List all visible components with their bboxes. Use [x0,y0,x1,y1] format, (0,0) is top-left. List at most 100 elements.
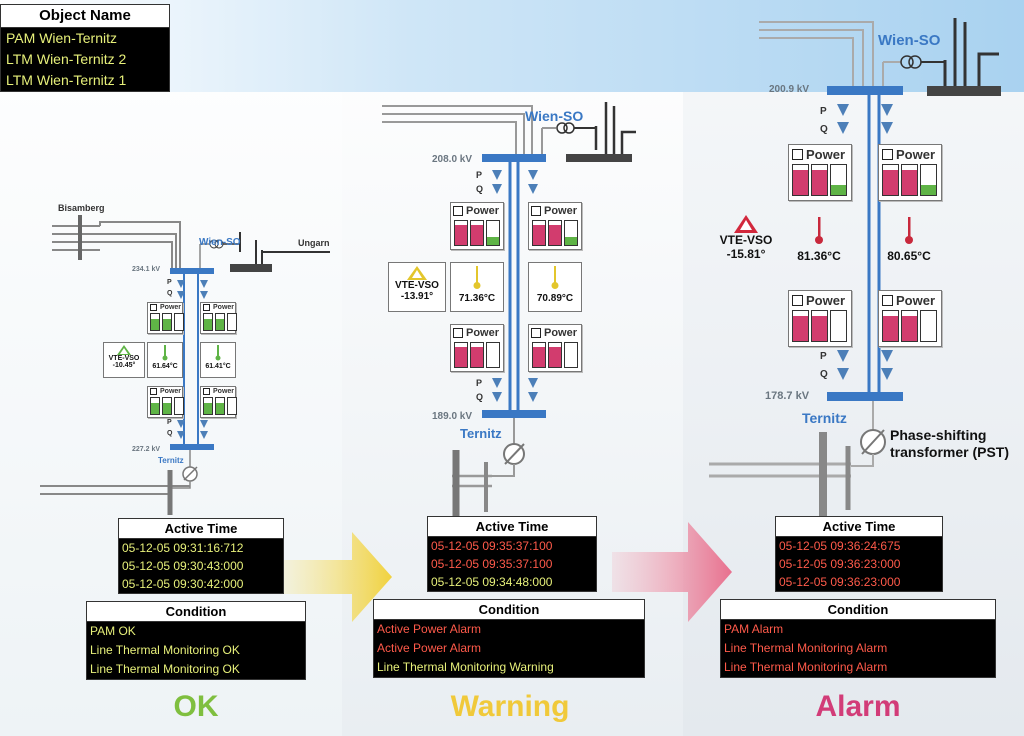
q-label: Q [820,124,828,135]
vte-vso-box[interactable]: VTE-VSO -10.45° [103,342,145,378]
phase-angle-icon [734,215,758,233]
active-time-row[interactable]: 05-12-05 09:31:16:712 [122,541,244,555]
power-checkbox[interactable] [792,295,803,306]
vte-value: -13.91° [400,291,434,302]
temperature-box[interactable]: 80.65°C [878,213,940,269]
phase-angle-icon [407,266,427,280]
power-label: Power [466,205,500,217]
vte-value: -15.81° [726,247,766,261]
power-panel[interactable]: Power [788,144,852,201]
vte-vso-box[interactable]: VTE-VSO -13.91° [388,262,446,312]
active-time-header: Active Time [119,519,283,539]
active-time-row[interactable]: 05-12-05 09:36:24:675 [779,539,901,553]
p-label: P [167,419,172,426]
power-panel[interactable]: Power [200,386,237,418]
object-name-header: Object Name [1,5,169,28]
active-time-row[interactable]: 05-12-05 09:30:42:000 [122,577,244,591]
network-diagram-ok [40,215,330,515]
object-name-row[interactable]: LTM Wien-Ternitz 2 [6,51,127,67]
condition-table: Condition PAM OK Line Thermal Monitoring… [86,601,306,680]
vte-label: VTE-VSO [108,355,140,362]
active-time-header: Active Time [776,517,942,537]
power-panel[interactable]: Power [147,386,184,418]
phase-angle-icon [117,345,131,355]
power-label: Power [213,388,235,395]
power-checkbox[interactable] [453,328,463,338]
ungarn-label: Ungarn [298,238,330,248]
temperature-box[interactable]: 61.41°C [200,342,236,378]
active-time-row[interactable]: 05-12-05 09:34:48:000 [431,575,553,589]
p-label: P [476,170,483,180]
condition-row[interactable]: PAM OK [90,624,136,638]
vte-vso-box[interactable]: VTE-VSO -15.81° [712,213,780,269]
power-panel[interactable]: Power [528,324,582,372]
temperature-value: 71.36°C [458,293,496,304]
power-label: Power [160,388,182,395]
top-busbar [827,86,903,95]
power-checkbox[interactable] [453,206,463,216]
power-checkbox[interactable] [150,304,157,311]
condition-row[interactable]: Line Thermal Monitoring Alarm [724,641,888,655]
pst-label: Phase-shifting transformer (PST) [890,427,1010,460]
active-time-row[interactable]: 05-12-05 09:30:43:000 [122,559,244,573]
active-time-table: Active Time 05-12-05 09:36:24:675 05-12-… [775,516,943,592]
active-time-row[interactable]: 05-12-05 09:36:23:000 [779,575,901,589]
q-label: Q [476,184,484,194]
temperature-box[interactable]: 70.89°C [528,262,582,312]
power-panel[interactable]: Power [200,302,237,334]
wien-so-label: Wien-SO [525,108,584,124]
condition-row[interactable]: Line Thermal Monitoring Alarm [724,660,888,674]
power-panel[interactable]: Power [450,324,504,372]
condition-table: Condition PAM Alarm Line Thermal Monitor… [720,599,996,678]
condition-row[interactable]: Line Thermal Monitoring OK [90,662,240,676]
condition-table: Condition Active Power Alarm Active Powe… [373,599,645,678]
vte-value: -10.45° [112,362,136,369]
object-name-row[interactable]: PAM Wien-Ternitz [6,30,117,46]
bottom-busbar [482,410,546,418]
bottom-voltage: 178.7 kV [765,390,810,402]
active-time-row[interactable]: 05-12-05 09:35:37:100 [431,557,553,571]
ungarn-busbar [566,154,632,162]
bisamberg-label: Bisamberg [58,203,105,213]
vte-label: VTE-VSO [719,233,773,247]
bottom-busbar [170,444,214,450]
object-name-row[interactable]: LTM Wien-Ternitz 1 [6,72,127,88]
power-panel[interactable]: Power [528,202,582,250]
vte-label: VTE-VSO [395,280,439,291]
power-label: Power [544,327,578,339]
ungarn-busbar [230,264,272,272]
condition-row[interactable]: Active Power Alarm [377,622,482,636]
power-checkbox[interactable] [531,206,541,216]
ternitz-label: Ternitz [802,410,847,426]
power-panel[interactable]: Power [147,302,184,334]
condition-row[interactable]: Line Thermal Monitoring OK [90,643,240,657]
power-checkbox[interactable] [531,328,541,338]
power-checkbox[interactable] [882,295,893,306]
status-ok: OK [173,690,219,723]
top-voltage: 234.1 kV [132,266,161,273]
power-label: Power [896,293,936,308]
power-label: Power [806,293,846,308]
temperature-box[interactable]: 71.36°C [450,262,504,312]
power-checkbox[interactable] [792,149,803,160]
power-checkbox[interactable] [203,304,210,311]
temperature-value: 80.65°C [887,249,931,263]
temperature-box[interactable]: 81.36°C [788,213,850,269]
power-panel[interactable]: Power [878,290,942,347]
condition-header: Condition [87,602,305,622]
power-panel[interactable]: Power [878,144,942,201]
power-checkbox[interactable] [150,388,157,395]
condition-row[interactable]: Line Thermal Monitoring Warning [377,660,554,674]
p-label: P [167,279,172,286]
condition-row[interactable]: Active Power Alarm [377,641,482,655]
active-time-row[interactable]: 05-12-05 09:35:37:100 [431,539,553,553]
power-checkbox[interactable] [882,149,893,160]
power-checkbox[interactable] [203,388,210,395]
condition-row[interactable]: PAM Alarm [724,622,784,636]
power-panel[interactable]: Power [450,202,504,250]
power-panel[interactable]: Power [788,290,852,347]
wien-so-label: Wien-SO [878,32,941,49]
active-time-row[interactable]: 05-12-05 09:36:23:000 [779,557,901,571]
temperature-box[interactable]: 61.64°C [147,342,183,378]
ungarn-busbar [927,86,1001,96]
